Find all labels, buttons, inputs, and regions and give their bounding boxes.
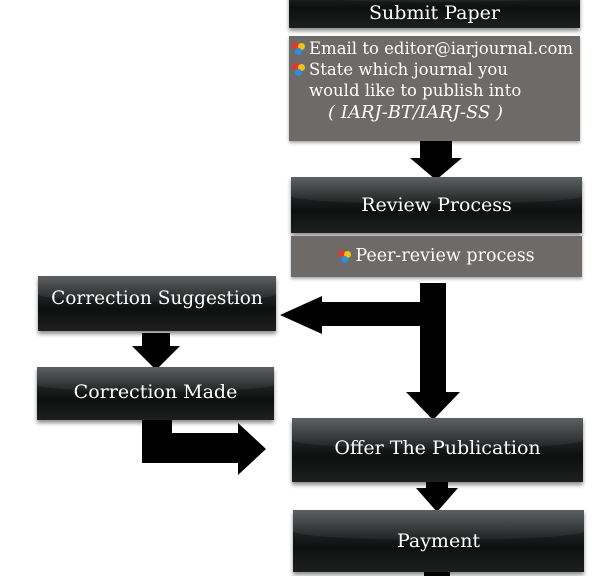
arrow-payment-tail — [424, 570, 450, 576]
review-bullet-peer: Peer-review process — [338, 246, 535, 267]
step-correction-made-title: Correction Made — [73, 380, 238, 403]
submit-details-panel: Email to editor@iarjournal.com State whi… — [289, 36, 580, 141]
review-details-panel: Peer-review process — [291, 236, 582, 277]
bullet-icon — [292, 42, 305, 55]
step-payment: Payment — [293, 510, 584, 572]
arrow-review-to-correction-suggestion — [280, 296, 420, 334]
arrow-offer-to-payment — [416, 472, 458, 512]
arrow-review-to-offer — [406, 283, 460, 420]
step-correction-suggestion-title: Correction Suggestion — [51, 288, 263, 309]
arrow-submit-to-review — [410, 140, 462, 180]
step-offer-publication: Offer The Publication — [292, 418, 583, 482]
submit-bullet-journal: State which journal you would like to pu… — [292, 59, 578, 101]
step-payment-title: Payment — [396, 530, 481, 552]
step-correction-made: Correction Made — [37, 367, 274, 420]
step-review-process-title: Review Process — [361, 194, 512, 216]
step-review-process: Review Process — [291, 177, 582, 233]
bullet-icon — [338, 250, 352, 263]
step-offer-publication-title: Offer The Publication — [334, 437, 541, 459]
submit-bullet-email: Email to editor@iarjournal.com — [292, 38, 578, 59]
arrow-suggestion-to-made — [132, 333, 180, 370]
step-correction-suggestion: Correction Suggestion — [38, 276, 276, 331]
arrow-made-to-offer — [142, 420, 266, 475]
bullet-icon — [292, 63, 305, 76]
step-submit-paper-title: Submit Paper — [369, 2, 500, 24]
step-submit-paper: Submit Paper — [289, 0, 580, 28]
submit-journal-names: ( IARJ-BT/IARJ-SS ) — [328, 102, 504, 123]
